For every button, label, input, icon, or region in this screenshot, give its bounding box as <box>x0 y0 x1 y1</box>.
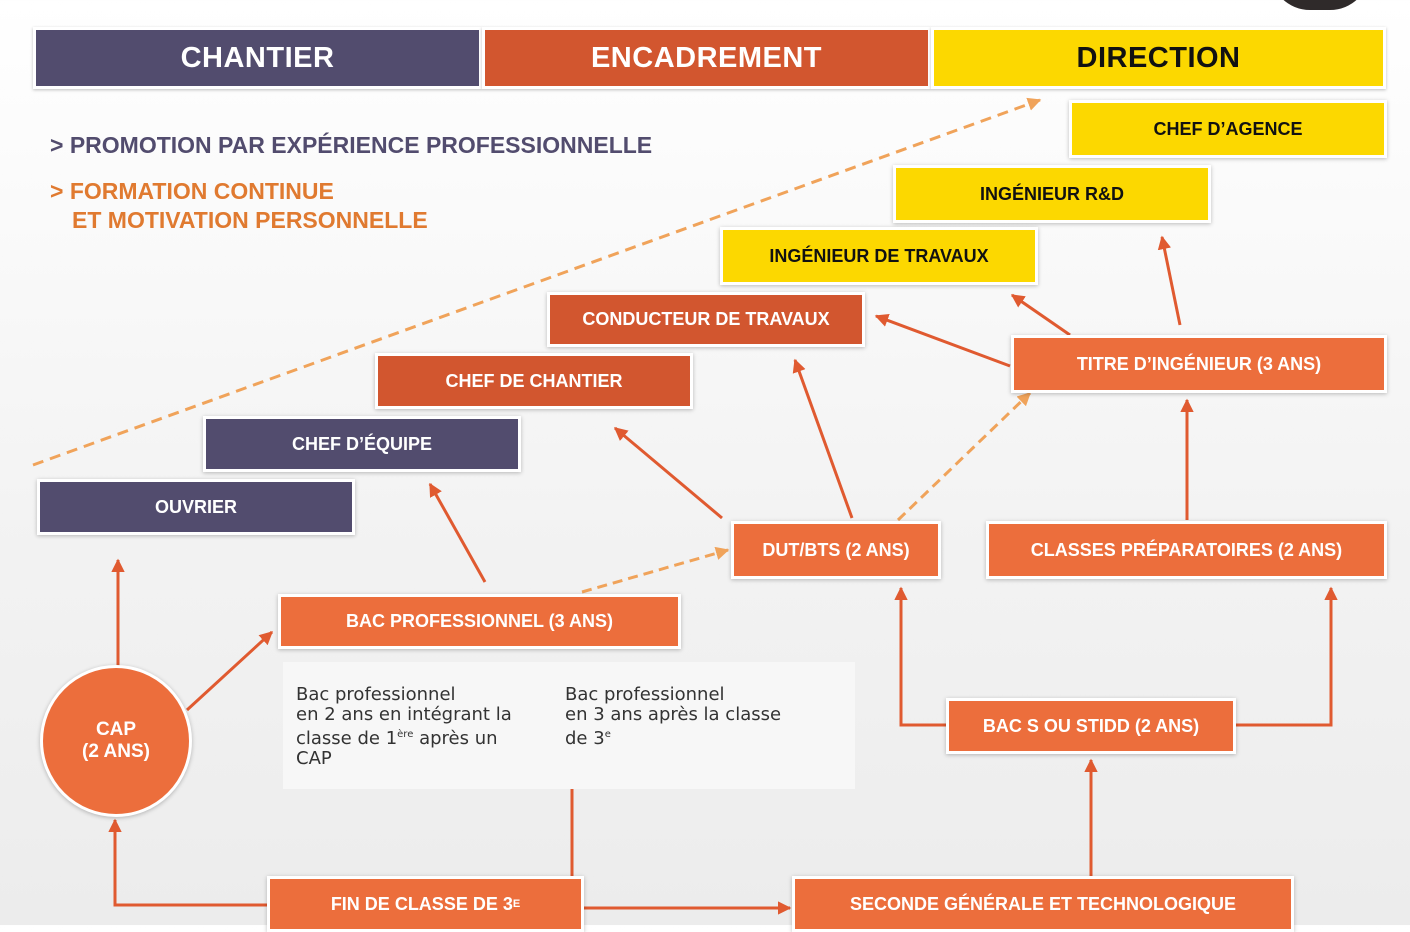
legend-formation-line2: ET MOTIVATION PERSONNELLE <box>72 207 428 233</box>
person-photo-fragment <box>1270 0 1370 10</box>
header-chantier-label: CHANTIER <box>180 41 335 74</box>
header-encadrement-label: ENCADREMENT <box>590 41 823 74</box>
note-right-line2: en 3 ans après la classe <box>565 704 782 725</box>
cap-duration: (2 ANS) <box>82 741 150 762</box>
box-bac-s: BAC S OU STIDD (2 ANS) <box>946 698 1236 754</box>
cap-label: CAP <box>95 719 137 740</box>
box-titre-ingenieur: TITRE D’INGÉNIEUR (3 ANS) <box>1011 335 1387 393</box>
arrow-dut-chefchantier <box>613 426 723 520</box>
note-bacpro-2ans: Bac professionnel en 2 ans en intégrant … <box>296 685 512 769</box>
note-left-line3: classe de 1ère après un <box>296 725 512 749</box>
box-ingenieur-rd: INGÉNIEUR R&D <box>893 165 1211 223</box>
box-dut-bts: DUT/BTS (2 ANS) <box>731 521 941 579</box>
box-seconde: SECONDE GÉNÉRALE ET TECHNOLOGIQUE <box>792 876 1294 932</box>
header-direction: DIRECTION <box>931 27 1386 89</box>
legend-promotion: > PROMOTION PAR EXPÉRIENCE PROFESSIONNEL… <box>50 132 653 158</box>
legend-formation: > FORMATION CONTINUE ET MOTIVATION PERSO… <box>50 177 428 235</box>
fin-3e-label: FIN DE CLASSE DE 3 <box>330 893 513 914</box>
arrow-titre-ingtravaux <box>1010 293 1071 337</box>
box-ouvrier: OUVRIER <box>37 479 355 535</box>
header-chantier: CHANTIER <box>33 27 482 89</box>
dashed-arrow-dut-ingenieur <box>896 391 1032 522</box>
fin-3e-sup: E <box>512 898 521 910</box>
arrow-bacpro-chefequipe <box>428 482 487 583</box>
note-left-line3-sup: ère <box>397 729 414 740</box>
note-right-line1: Bac professionnel <box>565 684 725 705</box>
arrow-dut-conducteur <box>792 358 854 519</box>
note-left-line2: en 2 ans en intégrant la <box>296 704 512 725</box>
note-left-line1: Bac professionnel <box>296 684 456 705</box>
dashed-arrow-bacpro-dut <box>581 546 730 594</box>
note-left-line3a: classe de 1 <box>296 728 398 749</box>
note-right-line3: de 3e <box>565 725 781 749</box>
arrow-titre-conducteur <box>874 313 1011 368</box>
box-classes-prepa: CLASSES PRÉPARATOIRES (2 ANS) <box>986 521 1387 579</box>
box-chef-chantier: CHEF DE CHANTIER <box>375 353 693 409</box>
arrow-bacs-prepa <box>1233 586 1338 727</box>
note-bacpro-3ans: Bac professionnel en 3 ans après la clas… <box>565 685 781 749</box>
arrow-fin3e-cap <box>108 818 272 907</box>
header-encadrement: ENCADREMENT <box>482 27 931 89</box>
note-left-line3b: après un <box>413 728 498 749</box>
note-right-line3-sup: e <box>604 729 611 740</box>
header-direction-label: DIRECTION <box>1076 41 1241 74</box>
note-left-line4: CAP <box>296 748 332 769</box>
circle-cap: CAP (2 ANS) <box>40 665 192 817</box>
box-ingenieur-travaux: INGÉNIEUR DE TRAVAUX <box>720 227 1038 285</box>
dashed-promotion-arrow <box>32 97 1042 467</box>
note-right-line3a: de 3 <box>565 728 605 749</box>
legend-formation-line1: > FORMATION CONTINUE <box>50 178 334 204</box>
arrow-cap-bacpro <box>185 630 274 712</box>
box-bac-pro: BAC PROFESSIONNEL (3 ANS) <box>278 594 681 649</box>
notes-panel <box>283 662 855 789</box>
box-chef-equipe: CHEF D’ÉQUIPE <box>203 416 521 472</box>
arrow-bacs-dut <box>894 586 948 727</box>
arrow-titre-ingrd <box>1157 235 1182 326</box>
box-conducteur-travaux: CONDUCTEUR DE TRAVAUX <box>547 292 865 347</box>
box-chef-agence: CHEF D’AGENCE <box>1069 100 1387 158</box>
